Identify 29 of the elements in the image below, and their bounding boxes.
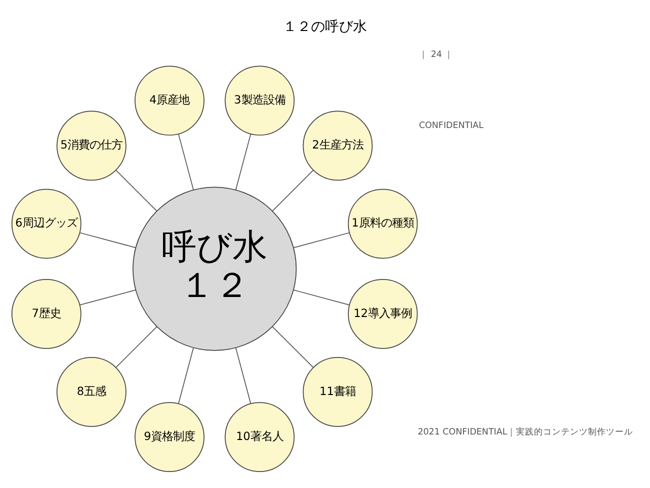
connector [293,290,350,306]
node-circle: 10著名人 [224,402,295,472]
node-circle: 2生産方法 [302,110,373,181]
node-circle: 1原料の種類 [348,188,418,259]
node-circle: 7歴史 [11,278,82,349]
node-circle: 5消費の仕方 [56,110,126,181]
connector [235,347,252,404]
node-circle: 9資格制度 [134,402,204,472]
connector [293,232,350,248]
connector [116,170,158,212]
label: ｜ 24 ｜ [419,50,454,60]
connector [178,134,194,190]
node-circle: 4原産地 [134,66,204,136]
label: 2021 CONFIDENTIAL｜実践的コンテンツ制作ツール [418,427,634,438]
connector [116,326,158,368]
connector [80,290,136,306]
connector [178,347,194,404]
node-circle: 3製造設備 [224,66,295,136]
connector [272,170,314,212]
connector [80,232,136,248]
diagram-title: １２の呼び水 [282,19,367,36]
node-circle: 8五感 [56,357,126,427]
label: CONFIDENTIAL [418,120,484,131]
connector [235,134,252,190]
node-circle: 呼び水 １２ [132,186,297,351]
node-circle: 6周辺グッズ [11,188,82,259]
node-circle: 11書籍 [302,357,373,427]
node-circle: 12導入事例 [348,278,418,349]
connector [272,326,314,368]
